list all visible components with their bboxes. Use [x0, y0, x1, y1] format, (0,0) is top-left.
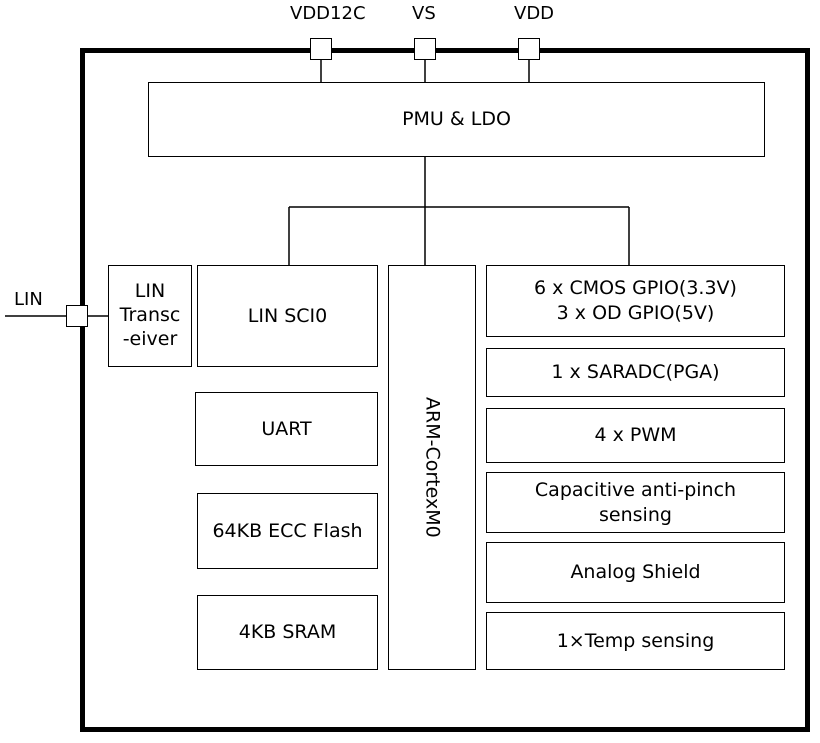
pin-lin — [66, 305, 88, 327]
chip-boundary — [80, 48, 810, 732]
gpio-block: 6 x CMOS GPIO(3.3V) 3 x OD GPIO(5V) — [486, 265, 785, 337]
saradc-block: 1 x SARADC(PGA) — [486, 348, 785, 397]
pin-label-lin: LIN — [14, 289, 43, 310]
analog-shield-block: Analog Shield — [486, 542, 785, 603]
arm-cortex-m0-block: ARM-CortexM0 — [388, 265, 476, 670]
uart-block: UART — [195, 392, 378, 466]
pin-vdd — [518, 38, 540, 60]
pmu-ldo-block: PMU & LDO — [148, 82, 765, 157]
flash-block: 64KB ECC Flash — [197, 493, 378, 569]
pin-vdd12c — [310, 38, 332, 60]
pin-label-vs: VS — [412, 3, 436, 24]
pin-label-vdd12c: VDD12C — [290, 3, 366, 24]
lin-transceiver-block: LIN Transc -eiver — [108, 265, 192, 367]
capacitive-sensing-block: Capacitive anti-pinch sensing — [486, 472, 785, 533]
lin-sci-block: LIN SCI0 — [197, 265, 378, 367]
pwm-block: 4 x PWM — [486, 408, 785, 463]
sram-block: 4KB SRAM — [197, 595, 378, 670]
pin-vs — [414, 38, 436, 60]
pin-label-vdd: VDD — [514, 3, 555, 24]
temp-sensing-block: 1×Temp sensing — [486, 612, 785, 670]
arm-cortex-m0-label: ARM-CortexM0 — [421, 397, 444, 538]
